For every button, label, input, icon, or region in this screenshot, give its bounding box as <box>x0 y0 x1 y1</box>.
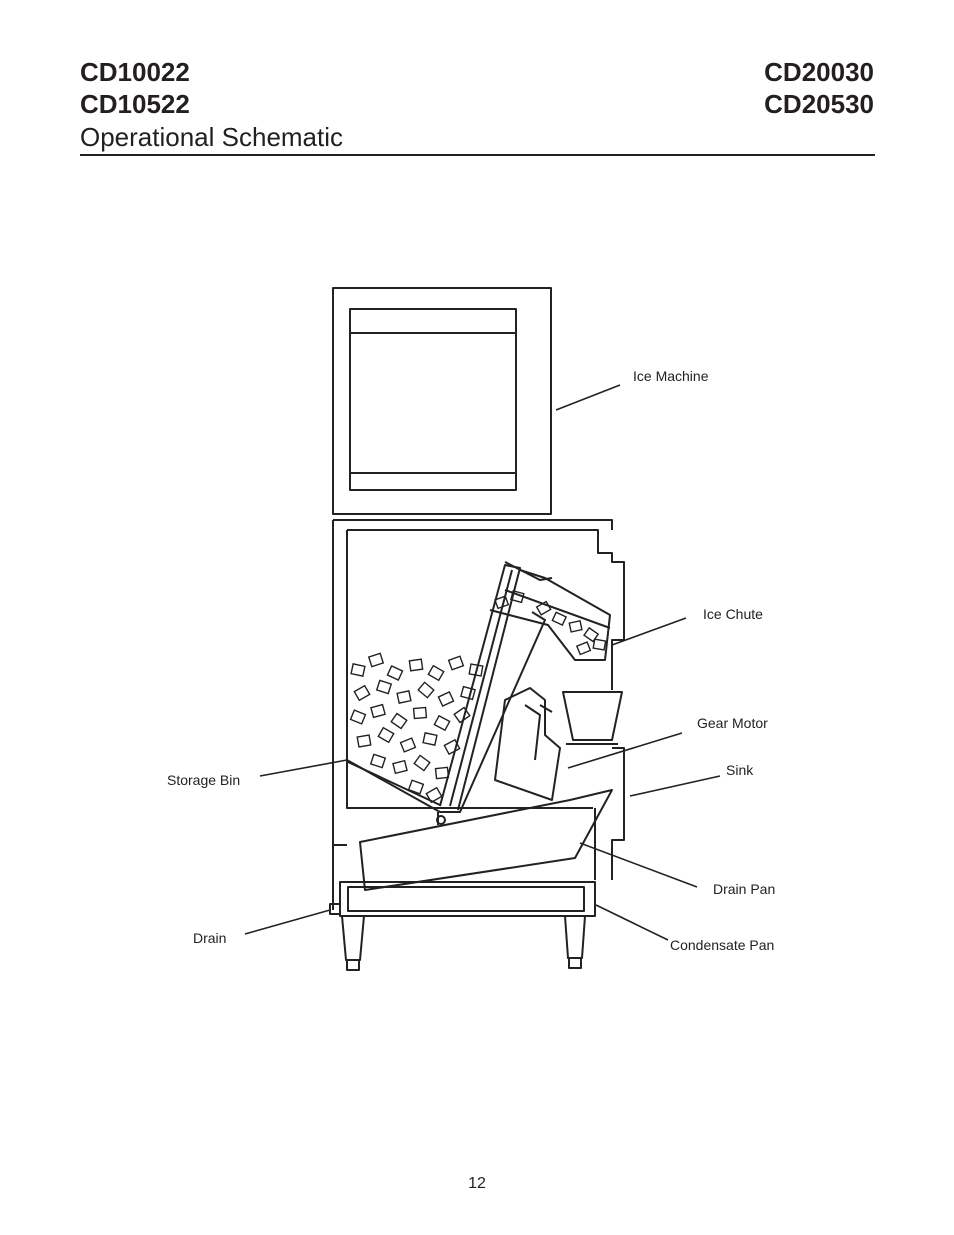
sink-cup <box>562 691 623 745</box>
header-rule <box>80 154 875 156</box>
dispenser-cabinet <box>332 519 625 910</box>
drain-pan <box>359 789 613 891</box>
gear-motor <box>494 687 561 801</box>
page-subtitle: Operational Schematic <box>80 122 344 152</box>
label-condensate-pan: Condensate Pan <box>670 937 774 953</box>
page-number: 12 <box>468 1175 486 1192</box>
label-leader-lines <box>244 384 721 941</box>
label-drain-pan: Drain Pan <box>713 881 775 897</box>
model-number-cd20030: CD20030 <box>764 57 874 87</box>
cabinet-legs <box>341 915 586 971</box>
label-ice-machine: Ice Machine <box>633 368 709 384</box>
label-gear-motor: Gear Motor <box>697 715 768 731</box>
ice-cubes <box>349 589 607 804</box>
ice-machine-unit <box>332 287 552 515</box>
label-sink: Sink <box>726 762 754 778</box>
label-drain: Drain <box>193 930 226 946</box>
label-ice-chute: Ice Chute <box>703 606 763 622</box>
model-number-cd10522: CD10522 <box>80 89 190 119</box>
label-storage-bin: Storage Bin <box>167 772 240 788</box>
model-number-cd20530: CD20530 <box>764 89 874 119</box>
model-number-cd10022: CD10022 <box>80 57 190 87</box>
storage-bin <box>346 611 546 825</box>
condensate-pan <box>329 881 596 917</box>
